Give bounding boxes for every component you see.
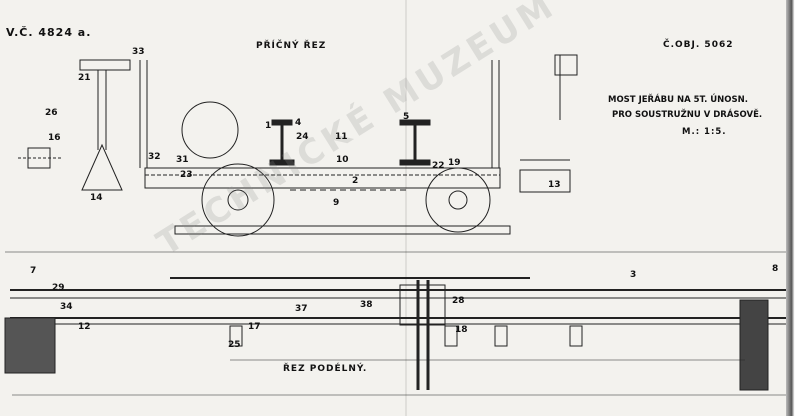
callout: 2 [352,176,359,186]
sheet-edge [786,0,800,416]
callout: 37 [295,304,308,314]
left-column-detail [18,59,131,191]
callout: 32 [148,152,161,162]
drawing-number: V.Č. 4824 a. [6,26,92,39]
long-section-label: ŘEZ PODÉLNÝ. [283,364,368,374]
callout: 9 [333,198,340,208]
callout: 29 [52,283,65,293]
callout: 31 [176,155,189,165]
callout: 28 [452,296,465,306]
callout: 21 [78,73,91,83]
callout: 14 [90,193,103,203]
callout: 26 [45,108,58,118]
callout: 22 [432,161,445,171]
callout: 10 [336,155,349,165]
callout: 33 [132,47,145,57]
callout: 5 [403,112,410,122]
callout: 8 [772,264,779,274]
sheet-fold [405,0,407,416]
callout: 3 [630,270,637,280]
longitudinal-section [4,251,790,396]
title-line-2: PRO SOUSTRUŽNU V DRÁSOVĚ. [612,110,763,120]
callout: 7 [30,266,37,276]
callout: 24 [296,132,309,142]
cross-section-label: PŘÍČNÝ ŘEZ [256,41,327,51]
callout: 16 [48,133,61,143]
callout: 13 [548,180,561,190]
scale-label: M.: 1:5. [682,127,727,137]
callout: 12 [78,322,91,332]
callout: 38 [360,300,373,310]
callout: 23 [180,170,193,180]
callout: 19 [448,158,461,168]
cross-section-frame [139,54,578,237]
callout: 18 [455,325,468,335]
title-line-1: MOST JEŘÁBU NA 5T. ÚNOSN. [608,95,748,105]
callout: 11 [335,132,348,142]
callout: 17 [248,322,261,332]
callout: 1 [265,121,272,131]
callout: 4 [295,118,302,128]
callout: 25 [228,340,241,350]
callout: 34 [60,302,73,312]
order-number: Č.OBJ. 5062 [663,40,734,50]
